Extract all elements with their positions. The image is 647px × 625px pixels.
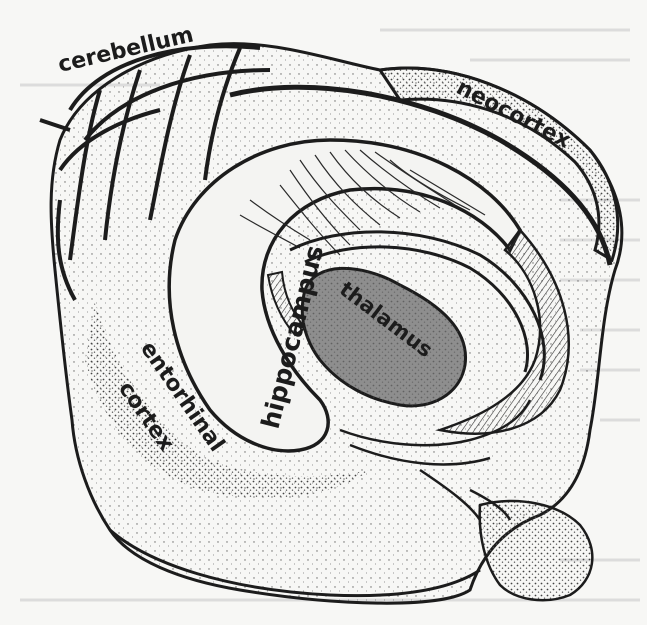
brainstem [480,501,593,600]
